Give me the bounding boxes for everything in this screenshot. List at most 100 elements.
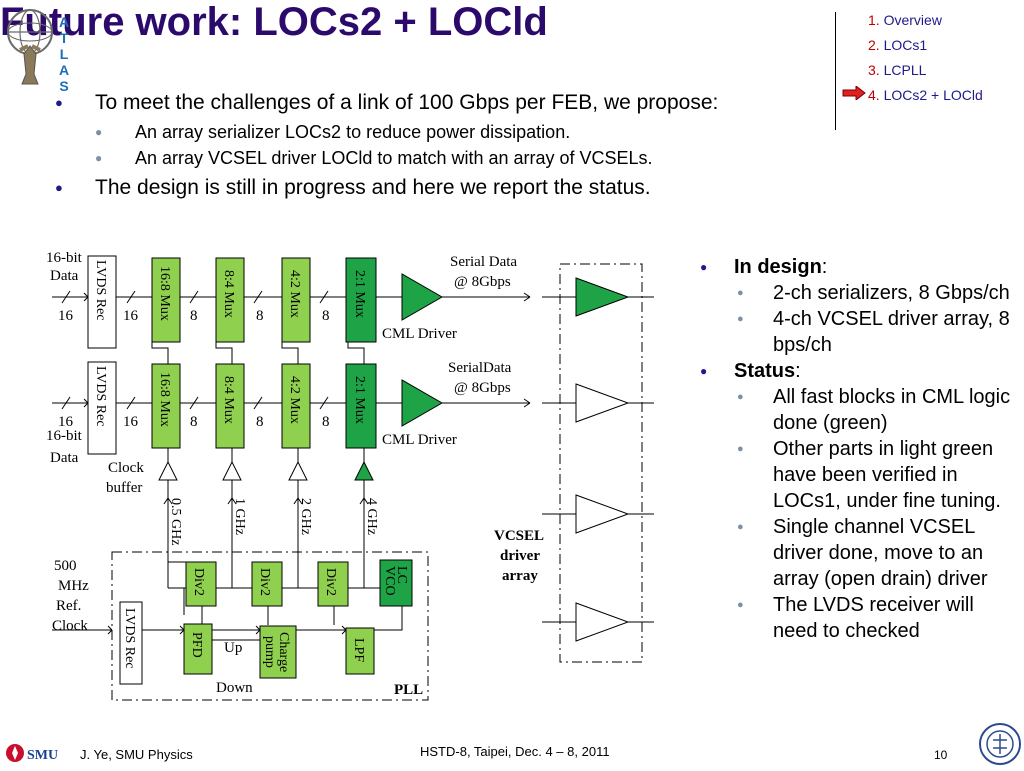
proposal-sub-bullets: An array serializer LOCs2 to reduce powe… — [95, 119, 815, 171]
bus-width-label: 16 — [123, 414, 139, 430]
clock-buffer-label: buffer — [106, 480, 142, 496]
clock-buffer-label: Clock — [108, 460, 144, 476]
bus-width-label: 16 — [123, 308, 139, 324]
bus-width-label: 8 — [190, 414, 198, 430]
lc-vco-label: VCO — [382, 566, 397, 596]
bus-width-label: 8 — [322, 414, 330, 430]
bus-width-label: 8 — [256, 414, 264, 430]
vcsel-driver-symbol — [575, 494, 630, 534]
lvds-receiver-block — [119, 601, 143, 685]
sub-bullet: An array serializer LOCs2 to reduce powe… — [95, 119, 815, 145]
cml-driver-label: CML Driver — [382, 432, 457, 448]
frequency-label: 4 GHz — [364, 498, 379, 535]
serial-data-label: @ 8Gbps — [454, 274, 511, 290]
frequency-label: 0.5 GHz — [168, 498, 183, 545]
logo-letter: A — [58, 14, 70, 30]
vcsel-driver-symbol — [575, 602, 630, 642]
serial-data-label: @ 8Gbps — [454, 380, 511, 396]
nav-item-overview[interactable]: 1. Overview — [868, 12, 942, 28]
pfd-block — [183, 623, 213, 675]
in-design-item: 2-ch serializers, 8 Gbps/ch — [700, 280, 1020, 306]
mux-label: 2:1 Mux — [352, 376, 367, 424]
lpf-label: LPF — [351, 638, 366, 662]
main-bullets: To meet the challenges of a link of 100 … — [55, 92, 815, 200]
lvds-label: LVDS Rec — [93, 260, 108, 321]
nav-item-locs1[interactable]: 2. LOCs1 — [868, 37, 928, 53]
ref-clock-label: MHz — [58, 578, 89, 594]
bus-width-label: 16 — [58, 308, 74, 324]
logo-letter: L — [59, 46, 69, 62]
mux-8-4-block — [215, 257, 245, 343]
down-label: Down — [216, 680, 253, 696]
input-label: Data — [50, 450, 79, 466]
nav-divider — [835, 12, 836, 130]
mux-16-8-block — [151, 257, 181, 343]
bus-width-label: 16 — [58, 414, 74, 430]
smu-logo: SMU — [4, 742, 78, 764]
current-section-arrow-icon — [842, 84, 866, 105]
clock-buffer-symbol — [222, 460, 242, 481]
mux-label: 16:8 Mux — [157, 266, 172, 321]
mux-2-1-block — [345, 257, 377, 343]
mux-label: 4:2 Mux — [287, 270, 302, 318]
status-item: Single channel VCSEL driver done, move t… — [700, 514, 1020, 592]
div2-block — [317, 561, 349, 607]
page-number: 10 — [934, 748, 948, 762]
mux-16-8-block — [151, 363, 181, 449]
atlas-logo — [4, 4, 76, 86]
mux-label: 16:8 Mux — [157, 372, 172, 427]
lc-vco-label: LC — [394, 566, 409, 584]
clock-buffer-symbol — [158, 460, 178, 481]
vcsel-driver-symbol — [575, 383, 630, 423]
status-item: The LVDS receiver will need to checked — [700, 592, 1020, 644]
mux-4-2-block — [281, 363, 311, 449]
mux-8-4-block — [215, 363, 245, 449]
vcsel-array-label: driver — [500, 548, 540, 564]
atlas-wordmark: A T L A S — [56, 14, 72, 94]
div2-block — [185, 561, 217, 607]
ref-clock-label: Ref. — [56, 598, 81, 614]
cml-driver-symbol — [401, 273, 444, 321]
input-label: 16-bit — [46, 250, 83, 266]
mux-label: 8:4 Mux — [221, 270, 236, 318]
in-design-heading: In design: — [700, 254, 1020, 280]
charge-pump-block — [259, 625, 297, 679]
vcsel-array-label: array — [502, 568, 538, 584]
ref-clock-label: 500 — [54, 558, 77, 574]
vcsel-driver-symbol — [575, 277, 630, 317]
cml-driver-symbol — [401, 379, 444, 427]
bus-width-label: 8 — [256, 308, 264, 324]
charge-pump-label: Charge — [276, 632, 291, 672]
pfd-label: PFD — [189, 632, 204, 658]
status-heading: Status: — [700, 358, 1020, 384]
university-seal-icon — [978, 722, 1022, 771]
up-label: Up — [224, 640, 242, 656]
bullet-status: The design is still in progress and here… — [55, 177, 815, 200]
status-panel: In design: 2-ch serializers, 8 Gbps/ch 4… — [700, 254, 1020, 644]
lvds-label: LVDS Rec — [93, 366, 108, 427]
lvds-label: LVDS Rec — [122, 608, 137, 669]
nav-item-lcpll[interactable]: 3. LCPLL — [868, 62, 927, 78]
lpf-block — [345, 627, 375, 675]
lvds-receiver-block — [87, 255, 117, 349]
serializer-block-diagram: 16-bit Data 16 16 8 8 8 16 16 8 8 8 16-b… — [46, 250, 654, 701]
serial-data-label: Serial Data — [450, 254, 517, 270]
div2-label: Div2 — [191, 568, 206, 596]
div2-label: Div2 — [257, 568, 272, 596]
input-label: 16-bit — [46, 428, 83, 444]
bus-width-label: 8 — [190, 308, 198, 324]
sub-bullet: An array VCSEL driver LOCld to match wit… — [95, 145, 815, 171]
nav-item-locs2-locld[interactable]: 4. LOCs2 + LOCld — [868, 87, 983, 103]
logo-letter: A — [58, 62, 70, 78]
bus-width-label: 8 — [322, 308, 330, 324]
mux-label: 4:2 Mux — [287, 376, 302, 424]
vcsel-array-label: VCSEL — [494, 528, 544, 544]
mux-label: 8:4 Mux — [221, 376, 236, 424]
footer-author: J. Ye, SMU Physics — [80, 747, 193, 762]
logo-letter: S — [59, 78, 69, 94]
lc-vco-block — [379, 559, 413, 607]
status-item: All fast blocks in CML logic done (green… — [700, 384, 1020, 436]
cml-driver-label: CML Driver — [382, 326, 457, 342]
charge-pump-label: pump — [262, 636, 277, 668]
frequency-label: 2 GHz — [298, 498, 313, 535]
